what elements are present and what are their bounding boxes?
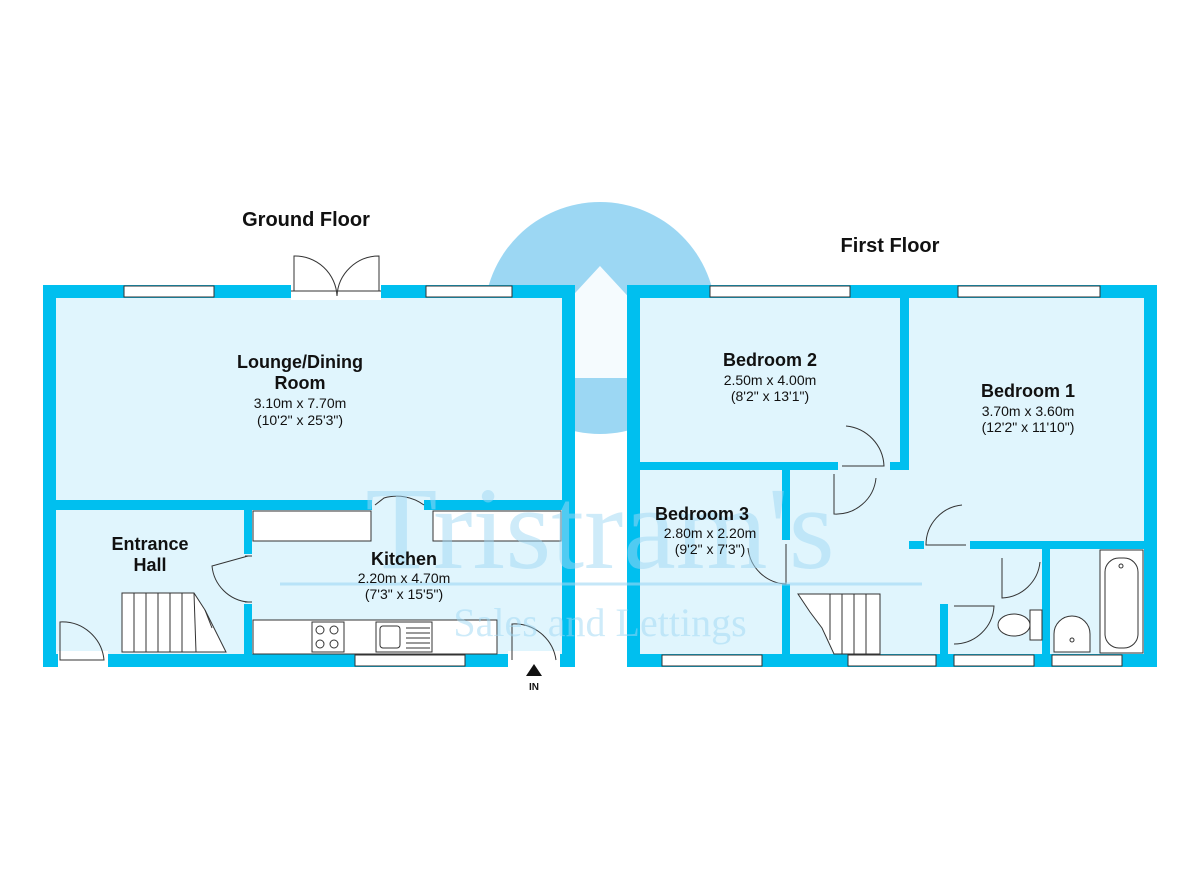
window — [354, 654, 466, 667]
bedroom3-imperial: (9'2" x 7'3") — [675, 541, 746, 557]
watermark-tagline: Sales and Lettings — [453, 600, 746, 645]
bedroom2-metric: 2.50m x 4.00m — [724, 372, 817, 388]
room-labels: Lounge/Dining Room 3.10m x 7.70m (10'2" … — [111, 350, 1075, 602]
door — [953, 605, 995, 645]
staircase — [797, 593, 881, 655]
ground-floor: Ground Floor — [43, 209, 575, 693]
lounge-area — [56, 298, 562, 500]
door — [924, 504, 970, 553]
bedroom3-name: Bedroom 3 — [655, 504, 749, 524]
wc-partition — [940, 604, 948, 654]
hob — [311, 621, 345, 653]
kitchen-metric: 2.20m x 4.70m — [358, 570, 451, 586]
bathtub — [1099, 549, 1144, 654]
first-floor: First Floor — [627, 235, 1157, 667]
window — [953, 654, 1035, 667]
entrance-label: IN — [529, 682, 539, 693]
french-doors — [291, 255, 381, 300]
door — [211, 554, 253, 604]
door — [998, 556, 1041, 600]
bedroom3-metric: 2.80m x 2.20m — [664, 525, 757, 541]
bedroom1-imperial: (12'2" x 11'10") — [982, 419, 1075, 435]
washbasin — [1053, 615, 1091, 653]
lounge-name: Room — [275, 373, 326, 393]
window — [709, 285, 851, 298]
bedroom1-area — [909, 298, 1144, 541]
door — [372, 495, 425, 514]
entrance-arrow-icon — [526, 664, 542, 676]
window — [425, 285, 513, 298]
kitchen-name: Kitchen — [371, 549, 437, 569]
first-floor-title: First Floor — [841, 235, 940, 257]
kitchen-worktops — [252, 510, 562, 655]
bedroom1-metric: 3.70m x 3.60m — [982, 403, 1075, 419]
entrance-hall-name: Entrance — [111, 534, 188, 554]
window — [123, 285, 215, 298]
watermark-brand: Tristram's — [365, 463, 834, 594]
cupboard-area — [793, 472, 833, 530]
kitchen-imperial: (7'3" x 15'5") — [365, 586, 443, 602]
entrance-door — [58, 621, 108, 667]
landing-area — [909, 549, 1042, 654]
lounge-metric: 3.10m x 7.70m — [254, 395, 347, 411]
staircase — [121, 592, 227, 653]
window — [1051, 654, 1123, 667]
entrance-hall-name: Hall — [133, 555, 166, 575]
door — [838, 425, 890, 474]
window — [661, 654, 763, 667]
lounge-imperial: (10'2" x 25'3") — [257, 412, 343, 428]
bedroom2-name: Bedroom 2 — [723, 350, 817, 370]
watermark-text: Tristram's Sales and Lettings — [280, 463, 922, 645]
door — [833, 474, 877, 515]
lounge-name: Lounge/Dining — [237, 352, 363, 372]
bedroom1-name: Bedroom 1 — [981, 381, 1075, 401]
bedroom3-area — [640, 470, 782, 654]
window — [957, 285, 1101, 298]
window — [847, 654, 937, 667]
house-icon — [552, 266, 648, 378]
ground-floor-title: Ground Floor — [242, 209, 370, 231]
bath-partition — [1042, 549, 1050, 654]
bedroom2-area — [640, 298, 900, 462]
back-door — [508, 623, 560, 667]
bedroom2-imperial: (8'2" x 13'1") — [731, 388, 809, 404]
toilet — [997, 609, 1043, 641]
